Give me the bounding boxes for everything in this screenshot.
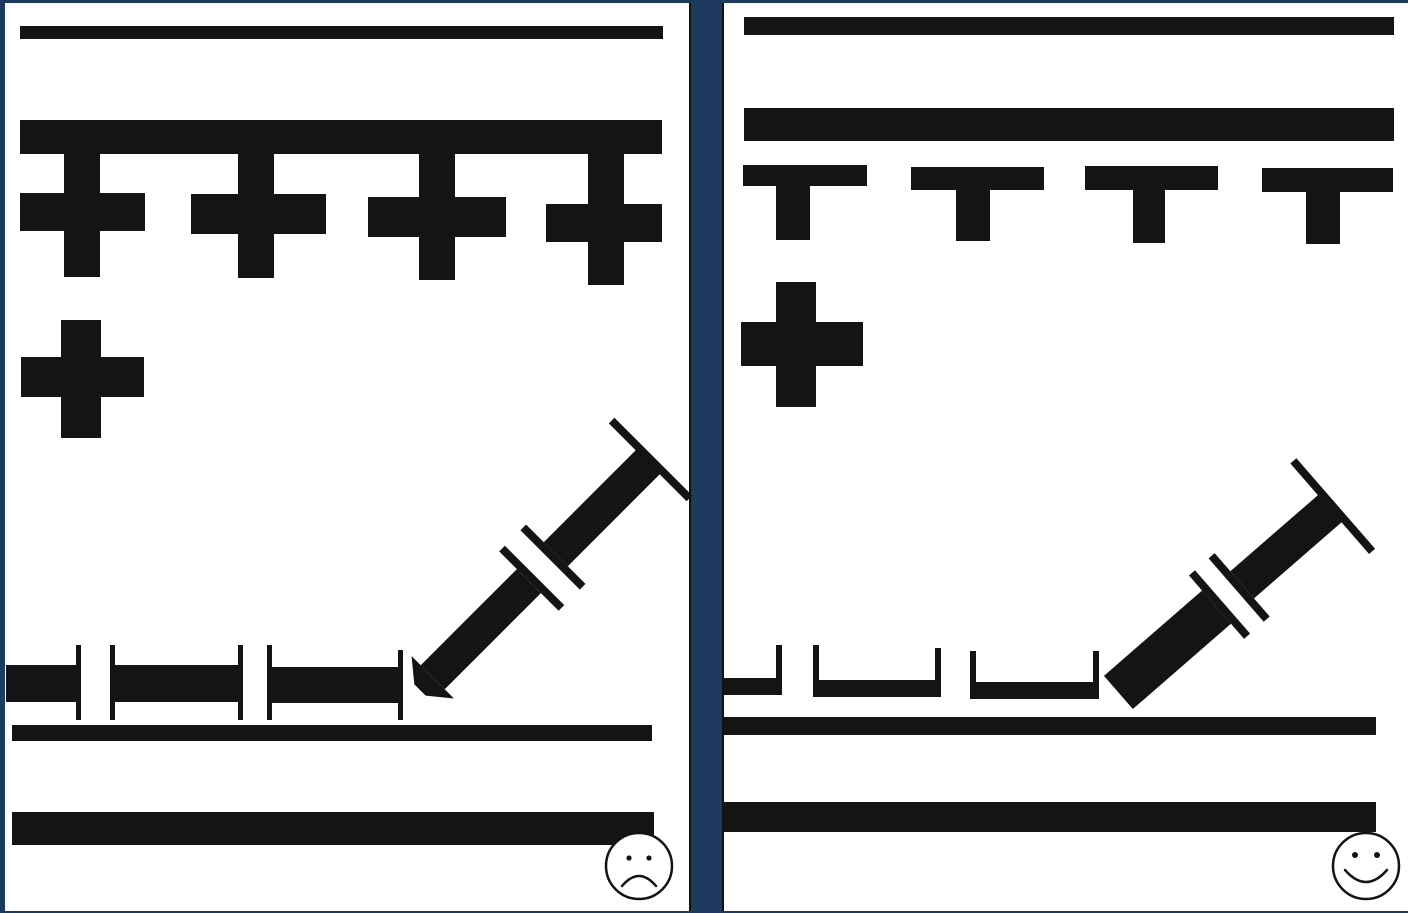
- t-shape: [911, 167, 1044, 241]
- t-shape: [743, 165, 867, 240]
- membrane-line: [12, 725, 652, 741]
- diagonal-rod: [381, 418, 692, 729]
- cross-shape-row: [20, 145, 662, 285]
- t-shape: [1085, 166, 1218, 243]
- cross-shape: [20, 145, 145, 277]
- membrane-bar: [744, 108, 1394, 141]
- right-panel-diagram: [724, 17, 1399, 899]
- free-cross-shape: [741, 282, 863, 407]
- membrane-bar: [20, 120, 662, 154]
- membrane-bar: [12, 812, 654, 845]
- left-panel-diagram: [6, 26, 692, 899]
- membrane-line: [724, 717, 1376, 735]
- membrane-bar: [724, 802, 1376, 832]
- t-shape-row: [743, 165, 1393, 244]
- chain-segment: [6, 665, 78, 702]
- membrane-line: [20, 26, 663, 39]
- membrane-line: [744, 17, 1394, 35]
- segment-chain: [6, 645, 403, 720]
- cross-shape: [191, 145, 326, 278]
- free-cross-shape: [21, 320, 144, 438]
- chain-segment: [115, 665, 240, 702]
- cross-shape: [546, 145, 662, 285]
- sad-face-icon: [606, 833, 672, 899]
- chain-segment: [272, 667, 402, 703]
- smiley-face-icon: [1333, 833, 1399, 899]
- diagonal-rod: [1079, 458, 1375, 738]
- t-shape: [1262, 168, 1393, 244]
- open-segment-chain: [724, 645, 1099, 699]
- cross-shape: [368, 145, 506, 280]
